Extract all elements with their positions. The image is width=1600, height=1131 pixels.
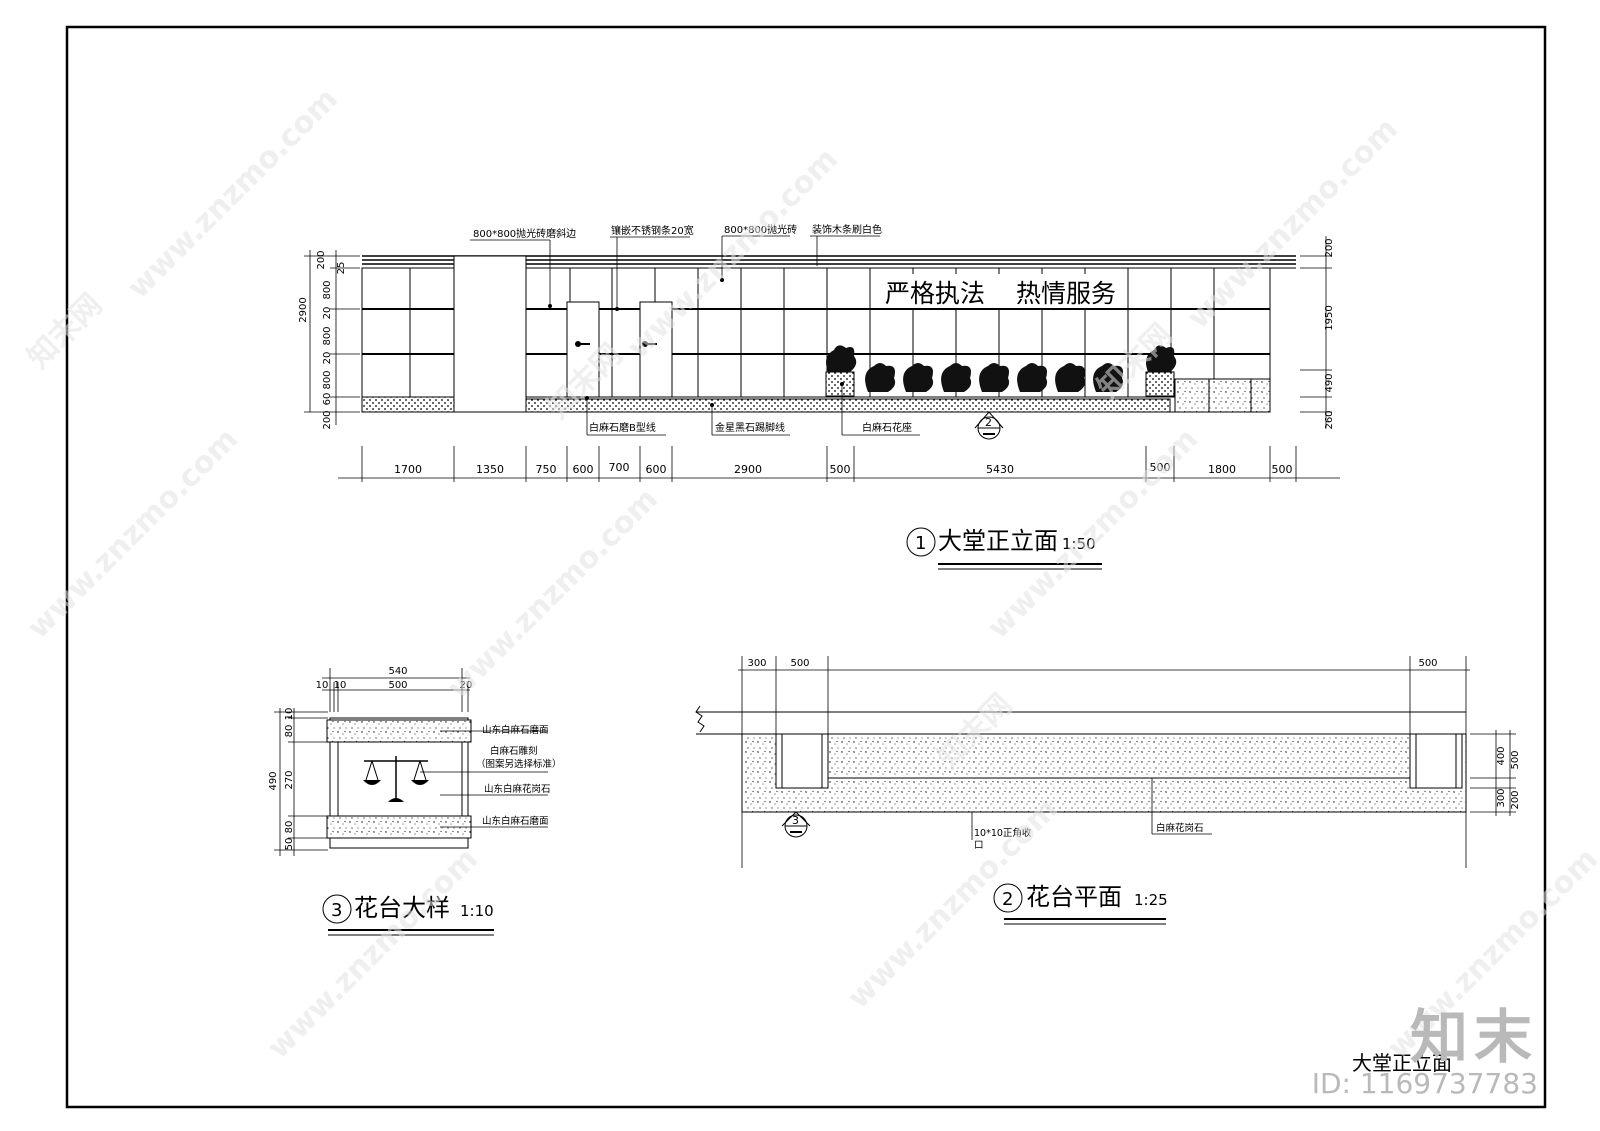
detail-scale: 1:10: [460, 902, 494, 920]
svg-text:800: 800: [322, 370, 333, 389]
section-marker-3: 3: [781, 811, 811, 838]
svg-text:260: 260: [1324, 410, 1335, 429]
svg-text:知末网: 知末网: [21, 287, 109, 375]
scales-of-justice-icon: [363, 756, 429, 802]
plan-title: 花台平面: [1026, 883, 1122, 911]
svg-text:200: 200: [316, 250, 327, 269]
sheet-caption: 大堂正立面: [1352, 1051, 1452, 1075]
svg-text:300: 300: [1496, 788, 1507, 807]
detail-label-bottom: 山东白麻石磨面: [482, 815, 549, 827]
elevation-title: 大堂正立面: [938, 527, 1058, 555]
svg-text:20: 20: [322, 352, 333, 365]
elevation-scale: 1:50: [1062, 535, 1096, 553]
detail-label-granite: 山东白麻花岗石: [484, 783, 551, 795]
dim-bottom-1: 1700: [394, 463, 422, 476]
dim-bottom-5: 700: [609, 461, 630, 474]
dim-bottom-11: 1800: [1208, 463, 1236, 476]
watermarks: www.znzmo.com www.znzmo.com www.znzmo.co…: [21, 82, 1600, 1066]
svg-text:20: 20: [460, 680, 473, 691]
svg-text:490: 490: [268, 771, 279, 790]
svg-text:540: 540: [388, 666, 407, 677]
svg-text:400: 400: [1496, 746, 1507, 765]
svg-text:500: 500: [1510, 750, 1521, 769]
svg-text:2: 2: [1002, 889, 1013, 910]
watermark-logo: 知末: [1409, 1003, 1538, 1071]
svg-text:800: 800: [322, 280, 333, 299]
plant-icons: [826, 345, 1177, 392]
detail-label-carving-note: （图案另选择标准）: [476, 758, 562, 770]
svg-text:www.znzmo.com: www.znzmo.com: [621, 142, 845, 366]
svg-text:www.znzmo.com: www.znzmo.com: [261, 842, 485, 1066]
dim-bottom-12: 500: [1272, 463, 1293, 476]
detail-title: 花台大样: [354, 894, 450, 922]
dim-bottom-6: 600: [646, 463, 667, 476]
dim-bottom-2: 1350: [476, 463, 504, 476]
svg-text:2: 2: [985, 416, 992, 429]
dim-bottom-7: 2900: [734, 463, 762, 476]
svg-text:50: 50: [284, 838, 295, 851]
callout-planter-base: 白麻石花座: [862, 421, 912, 434]
callout-tile-bevel: 800*800抛光砖磨斜边: [473, 227, 576, 240]
dim-bottom-4: 600: [573, 463, 594, 476]
svg-text:500: 500: [388, 680, 407, 691]
planter-detail: 540 10 10 500 20: [268, 666, 562, 936]
plan-label-corner: 10*10正角收: [974, 827, 1032, 839]
callout-wood-strip: 装饰木条刷白色: [812, 223, 882, 236]
svg-text:270: 270: [284, 770, 295, 789]
svg-text:800: 800: [322, 326, 333, 345]
svg-text:3: 3: [331, 900, 342, 921]
callout-marble-line: 白麻石磨B型线: [589, 421, 656, 434]
dim-bottom-3: 750: [536, 463, 557, 476]
svg-text:80: 80: [284, 821, 295, 834]
svg-text:490: 490: [1324, 373, 1335, 392]
callout-steel-strip: 镶嵌不锈钢条20宽: [611, 224, 694, 237]
dim-bottom-9: 5430: [986, 463, 1014, 476]
detail-label-carving: 白麻石雕刻: [490, 745, 538, 757]
dim-bottom-8: 500: [830, 463, 851, 476]
elevation-number: 1: [915, 533, 926, 554]
svg-text:500: 500: [790, 658, 809, 669]
section-marker-2: 2: [974, 411, 1004, 440]
svg-text:200: 200: [1510, 790, 1521, 809]
detail-label-top: 山东白麻石磨面: [482, 724, 549, 736]
watermark-id: ID: 1169737783: [1311, 1067, 1538, 1100]
svg-text:20: 20: [322, 307, 333, 320]
svg-text:10: 10: [334, 680, 347, 691]
svg-text:www.znzmo.com: www.znzmo.com: [21, 422, 245, 646]
planter-plan: 300 500 500 400 500 300 200: [695, 656, 1521, 925]
svg-text:80: 80: [284, 725, 295, 738]
svg-text:10: 10: [284, 708, 295, 721]
svg-text:300: 300: [747, 658, 766, 669]
plan-label-corner-2: 口: [974, 840, 984, 851]
svg-text:60: 60: [322, 393, 333, 406]
svg-text:200: 200: [1324, 238, 1335, 257]
slogan-left: 严格执法: [885, 279, 985, 308]
slogan-right: 热情服务: [1016, 279, 1116, 308]
watermark-stamp: 知末 ID: 1169737783: [1312, 1005, 1538, 1099]
svg-text:www.znzmo.com: www.znzmo.com: [441, 482, 665, 706]
dim-bottom-10: 500: [1150, 461, 1171, 474]
svg-text:1950: 1950: [1324, 305, 1335, 330]
callout-tile: 800*800抛光砖: [724, 223, 797, 236]
plan-scale: 1:25: [1134, 891, 1168, 909]
lobby-elevation: 严格执法 热情服务 800*800抛光砖磨斜边 镶嵌不锈钢条20宽 800*80…: [298, 223, 1340, 570]
svg-text:25: 25: [336, 262, 347, 275]
svg-text:3: 3: [792, 814, 799, 827]
sheet-border: [65, 25, 1547, 1109]
svg-text:200: 200: [322, 410, 333, 429]
svg-text:www.znzmo.com: www.znzmo.com: [1181, 112, 1405, 336]
plan-label-granite: 白麻花岗石: [1156, 822, 1204, 834]
svg-text:www.znzmo.com: www.znzmo.com: [121, 82, 345, 306]
svg-text:500: 500: [1418, 658, 1437, 669]
svg-text:10: 10: [316, 680, 329, 691]
callout-skirting: 金星黑石踢脚线: [715, 421, 785, 434]
dim-left-total: 2900: [298, 297, 309, 322]
